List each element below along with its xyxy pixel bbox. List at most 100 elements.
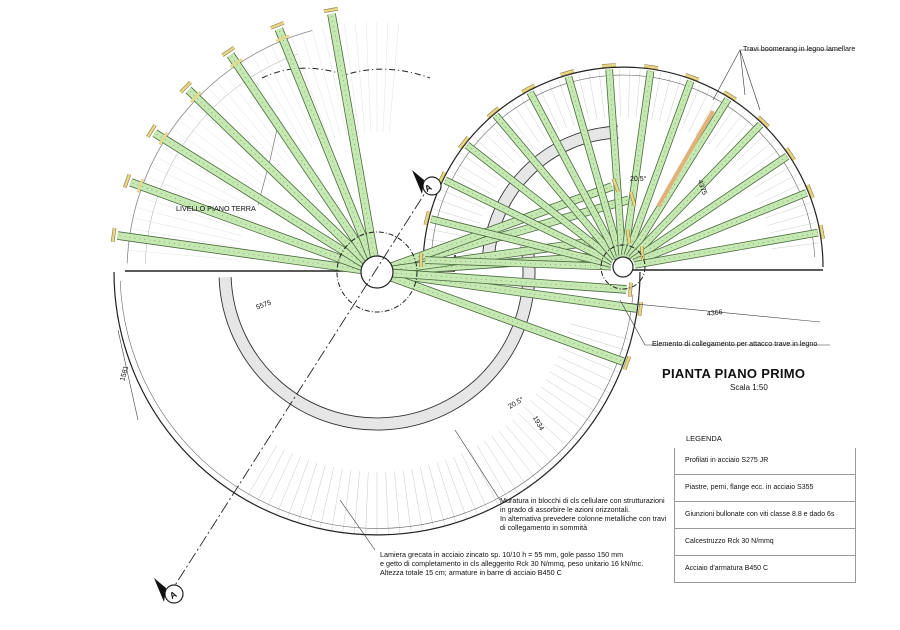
- timber-beam: [152, 130, 367, 268]
- tread-line: [132, 217, 241, 242]
- tread-line: [297, 462, 318, 522]
- beam-bracket: [189, 91, 202, 103]
- tread-line: [769, 222, 816, 234]
- tread-line: [155, 156, 253, 208]
- tread-line: [216, 80, 288, 165]
- timber-beam-dots: [626, 80, 692, 256]
- tread-line: [721, 117, 754, 154]
- tread-line: [524, 406, 571, 450]
- tread-line: [394, 471, 401, 534]
- tread-line: [389, 22, 399, 133]
- section-axis: [171, 181, 433, 591]
- tread-line: [764, 202, 811, 219]
- beam-bracket: [644, 64, 659, 70]
- tread-line: [138, 196, 244, 231]
- beam-bracket: [629, 191, 636, 206]
- tread-line: [150, 166, 251, 214]
- beam-bracket: [111, 227, 116, 243]
- timber-beam: [328, 13, 379, 259]
- tread-line: [251, 55, 308, 151]
- plan-scale: Scala 1:50: [730, 383, 768, 392]
- legend-item: Calcestruzzo Rck 30 N/mmq: [674, 529, 856, 556]
- tread-line: [365, 22, 372, 133]
- beam-bracket: [179, 81, 192, 94]
- tread-line: [498, 430, 537, 481]
- tread-line: [548, 83, 568, 129]
- dimension-line-4366: [624, 302, 821, 323]
- tread-line: [570, 323, 631, 341]
- tread-line: [428, 465, 446, 526]
- tread-line: [487, 122, 521, 158]
- masonry-line-4: di collegamento in sommità: [500, 523, 588, 532]
- dimension-line-1581: [117, 329, 139, 421]
- tread-line: [758, 183, 803, 204]
- beam-bracket: [560, 69, 575, 76]
- tread-line: [145, 176, 248, 219]
- timber-beam-dots: [466, 144, 614, 260]
- beam-bracket: [723, 90, 737, 101]
- timber-beam-dots: [629, 98, 729, 257]
- tread-line: [355, 22, 365, 133]
- tread-line: [732, 131, 768, 165]
- tread-line: [491, 435, 528, 487]
- tread-line: [476, 445, 509, 500]
- legend-item: Profilati in acciaio S275 JR: [674, 448, 856, 475]
- connector-beam: [656, 110, 715, 208]
- legend-title: LEGENDA: [686, 434, 722, 443]
- tread-line: [742, 147, 782, 177]
- beam-bracket: [123, 174, 131, 189]
- tread-line: [588, 71, 598, 120]
- tread-line: [207, 87, 283, 169]
- beam-bracket: [623, 355, 631, 370]
- tread-line: [436, 199, 483, 216]
- timber-beam-dots: [624, 70, 651, 256]
- legend-item: Acciaio d'armatura B450 C: [674, 556, 856, 583]
- tread-line: [312, 30, 341, 137]
- ground-level-label: LIVELLO PIANO TERRA: [176, 204, 256, 213]
- small-core-outer: [600, 244, 646, 290]
- beam-bracket: [221, 46, 235, 57]
- beam-bracket: [487, 106, 500, 118]
- tread-line: [160, 146, 256, 203]
- floor-outline: [113, 30, 824, 536]
- tread-line: [185, 111, 270, 183]
- tread-line: [301, 33, 336, 139]
- tread-line: [688, 88, 711, 133]
- ground-level-edge-inner: [144, 53, 298, 264]
- tread-line: [554, 364, 610, 394]
- tread-line: [402, 470, 412, 532]
- tread-line: [322, 27, 347, 136]
- timber-beam-dots: [608, 69, 623, 256]
- tread-line: [535, 393, 586, 432]
- timber-beam-dots: [631, 124, 761, 259]
- tread-line: [480, 129, 516, 163]
- timber-beam: [388, 183, 614, 271]
- break-line: [261, 67, 431, 79]
- tread-line: [567, 331, 627, 352]
- tread-line: [445, 459, 467, 519]
- tread-line: [320, 467, 334, 528]
- timber-beam-dots: [632, 156, 788, 261]
- outer-edge-small: [422, 66, 824, 268]
- beam-bracket: [685, 73, 700, 81]
- tread-line: [561, 348, 620, 373]
- tread-line: [266, 453, 293, 510]
- tread-line: [635, 69, 641, 118]
- tread-line: [715, 110, 746, 149]
- tread-line: [530, 400, 578, 441]
- tread-line: [503, 108, 533, 148]
- tread-line: [651, 72, 662, 120]
- tread-line: [550, 371, 605, 404]
- beam-bracket: [626, 229, 631, 244]
- tread-line: [558, 356, 615, 383]
- tread-line: [540, 386, 592, 423]
- timber-beam: [388, 273, 625, 365]
- beam-bracket: [819, 224, 825, 240]
- tread-line: [245, 445, 278, 500]
- tread-line: [353, 471, 360, 534]
- section-arrow-bottom: [154, 578, 166, 602]
- deck-line-3: Altezza totale 15 cm; armature in barre …: [380, 568, 562, 577]
- tread-line: [344, 24, 359, 134]
- tread-line: [659, 74, 672, 122]
- tread-line: [460, 153, 501, 182]
